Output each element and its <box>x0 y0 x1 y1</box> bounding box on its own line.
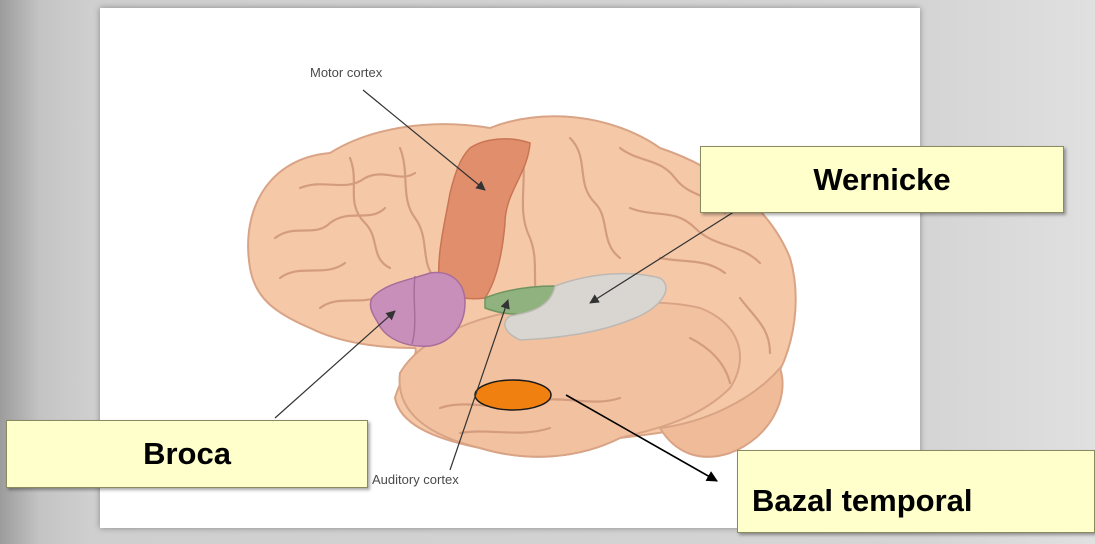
wernicke-callout-label: Wernicke <box>813 162 950 198</box>
bazal-temporal-marker <box>475 380 551 410</box>
bazal-temporal-callout: Bazal temporal <box>737 450 1095 533</box>
wernicke-callout: Wernicke <box>700 146 1064 213</box>
broca-callout-label: Broca <box>143 436 231 472</box>
broca-callout: Broca <box>6 420 368 488</box>
bazal-temporal-callout-label: Bazal temporal <box>752 483 973 519</box>
motor-cortex-label: Motor cortex <box>310 65 382 80</box>
auditory-cortex-label: Auditory cortex <box>372 472 459 487</box>
